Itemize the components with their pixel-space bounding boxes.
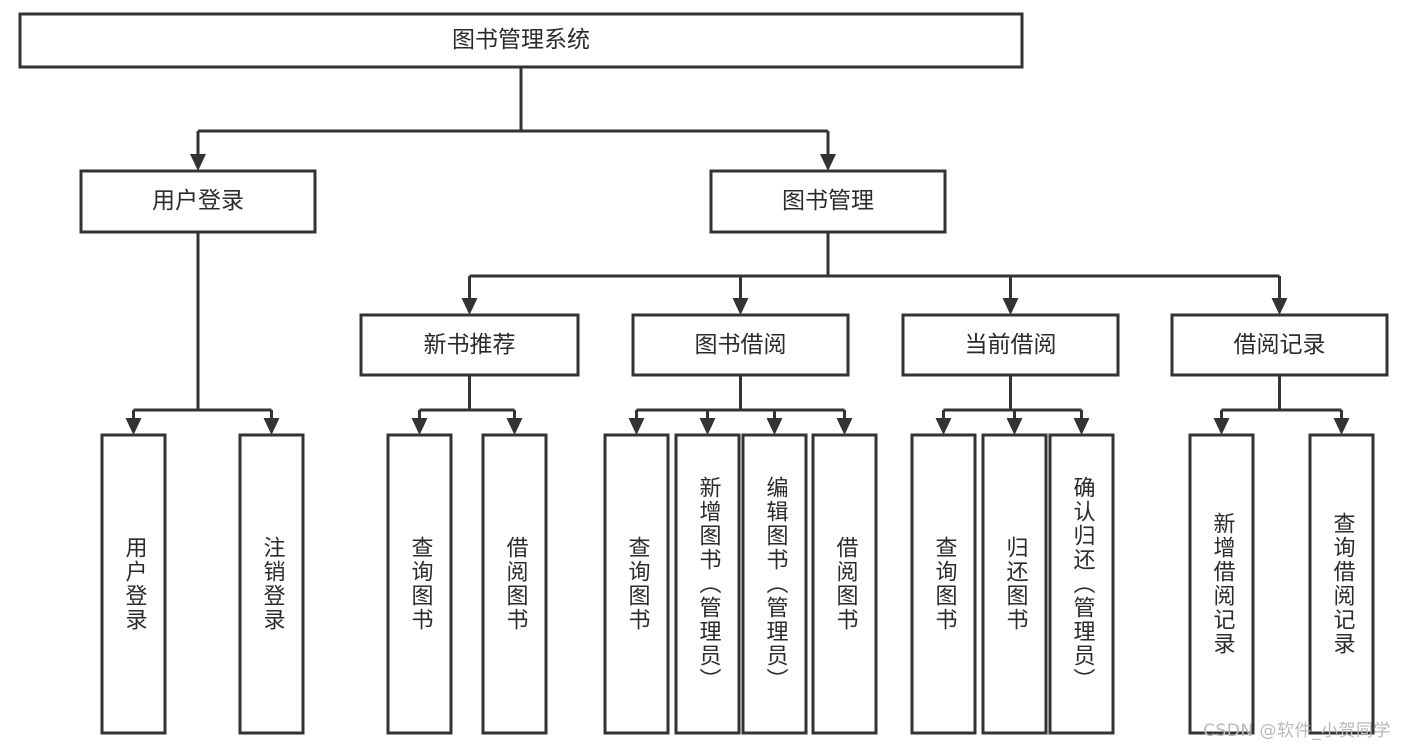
- arrow-head-icon: [506, 418, 523, 435]
- arrow-head-icon: [1213, 418, 1230, 435]
- node-box-leaf-return-book[interactable]: [981, 433, 1048, 735]
- node-box-leaf-edit-book[interactable]: [741, 433, 808, 735]
- arrow-head-icon: [766, 418, 783, 435]
- node-box-root[interactable]: [18, 12, 1024, 69]
- arrow-head-icon: [1271, 298, 1288, 315]
- arrow-head-icon: [461, 298, 478, 315]
- node-box-current-borrow[interactable]: [901, 313, 1120, 377]
- node-box-leaf-user-login[interactable]: [100, 433, 167, 735]
- arrow-head-icon: [1002, 298, 1019, 315]
- node-box-leaf-query-book-1[interactable]: [386, 433, 453, 735]
- arrow-head-icon: [411, 418, 428, 435]
- node-box-leaf-borrow-book-2[interactable]: [811, 433, 878, 735]
- arrow-head-icon: [820, 154, 836, 171]
- csdn-watermark: CSDN @软件_小贺同学: [1203, 721, 1391, 741]
- arrow-head-icon: [732, 298, 749, 315]
- node-box-book-manage[interactable]: [709, 169, 947, 234]
- node-box-leaf-query-book-3[interactable]: [910, 433, 977, 735]
- node-box-leaf-borrow-book-1[interactable]: [481, 433, 548, 735]
- node-box-leaf-logout[interactable]: [238, 433, 305, 735]
- node-box-leaf-confirm-return[interactable]: [1048, 433, 1115, 735]
- arrow-head-icon: [836, 418, 853, 435]
- node-box-layer: [18, 12, 1389, 735]
- node-box-leaf-add-record[interactable]: [1188, 433, 1255, 735]
- connector-layer: [125, 67, 1350, 435]
- arrow-head-icon: [699, 418, 716, 435]
- node-box-leaf-query-book-2[interactable]: [603, 433, 670, 735]
- node-box-user-login[interactable]: [79, 169, 317, 234]
- arrow-head-icon: [190, 154, 206, 171]
- arrow-head-icon: [1006, 418, 1023, 435]
- node-box-new-book-recommend[interactable]: [359, 313, 580, 377]
- arrow-head-icon: [125, 418, 142, 435]
- arrow-head-icon: [263, 418, 280, 435]
- arrow-head-icon: [1333, 418, 1350, 435]
- arrow-head-icon: [935, 418, 952, 435]
- node-box-leaf-query-record[interactable]: [1308, 433, 1375, 735]
- arrow-head-icon: [628, 418, 645, 435]
- node-box-book-borrow[interactable]: [631, 313, 850, 377]
- arrow-head-icon: [1073, 418, 1090, 435]
- node-box-leaf-add-book[interactable]: [674, 433, 741, 735]
- node-box-borrow-record[interactable]: [1170, 313, 1389, 377]
